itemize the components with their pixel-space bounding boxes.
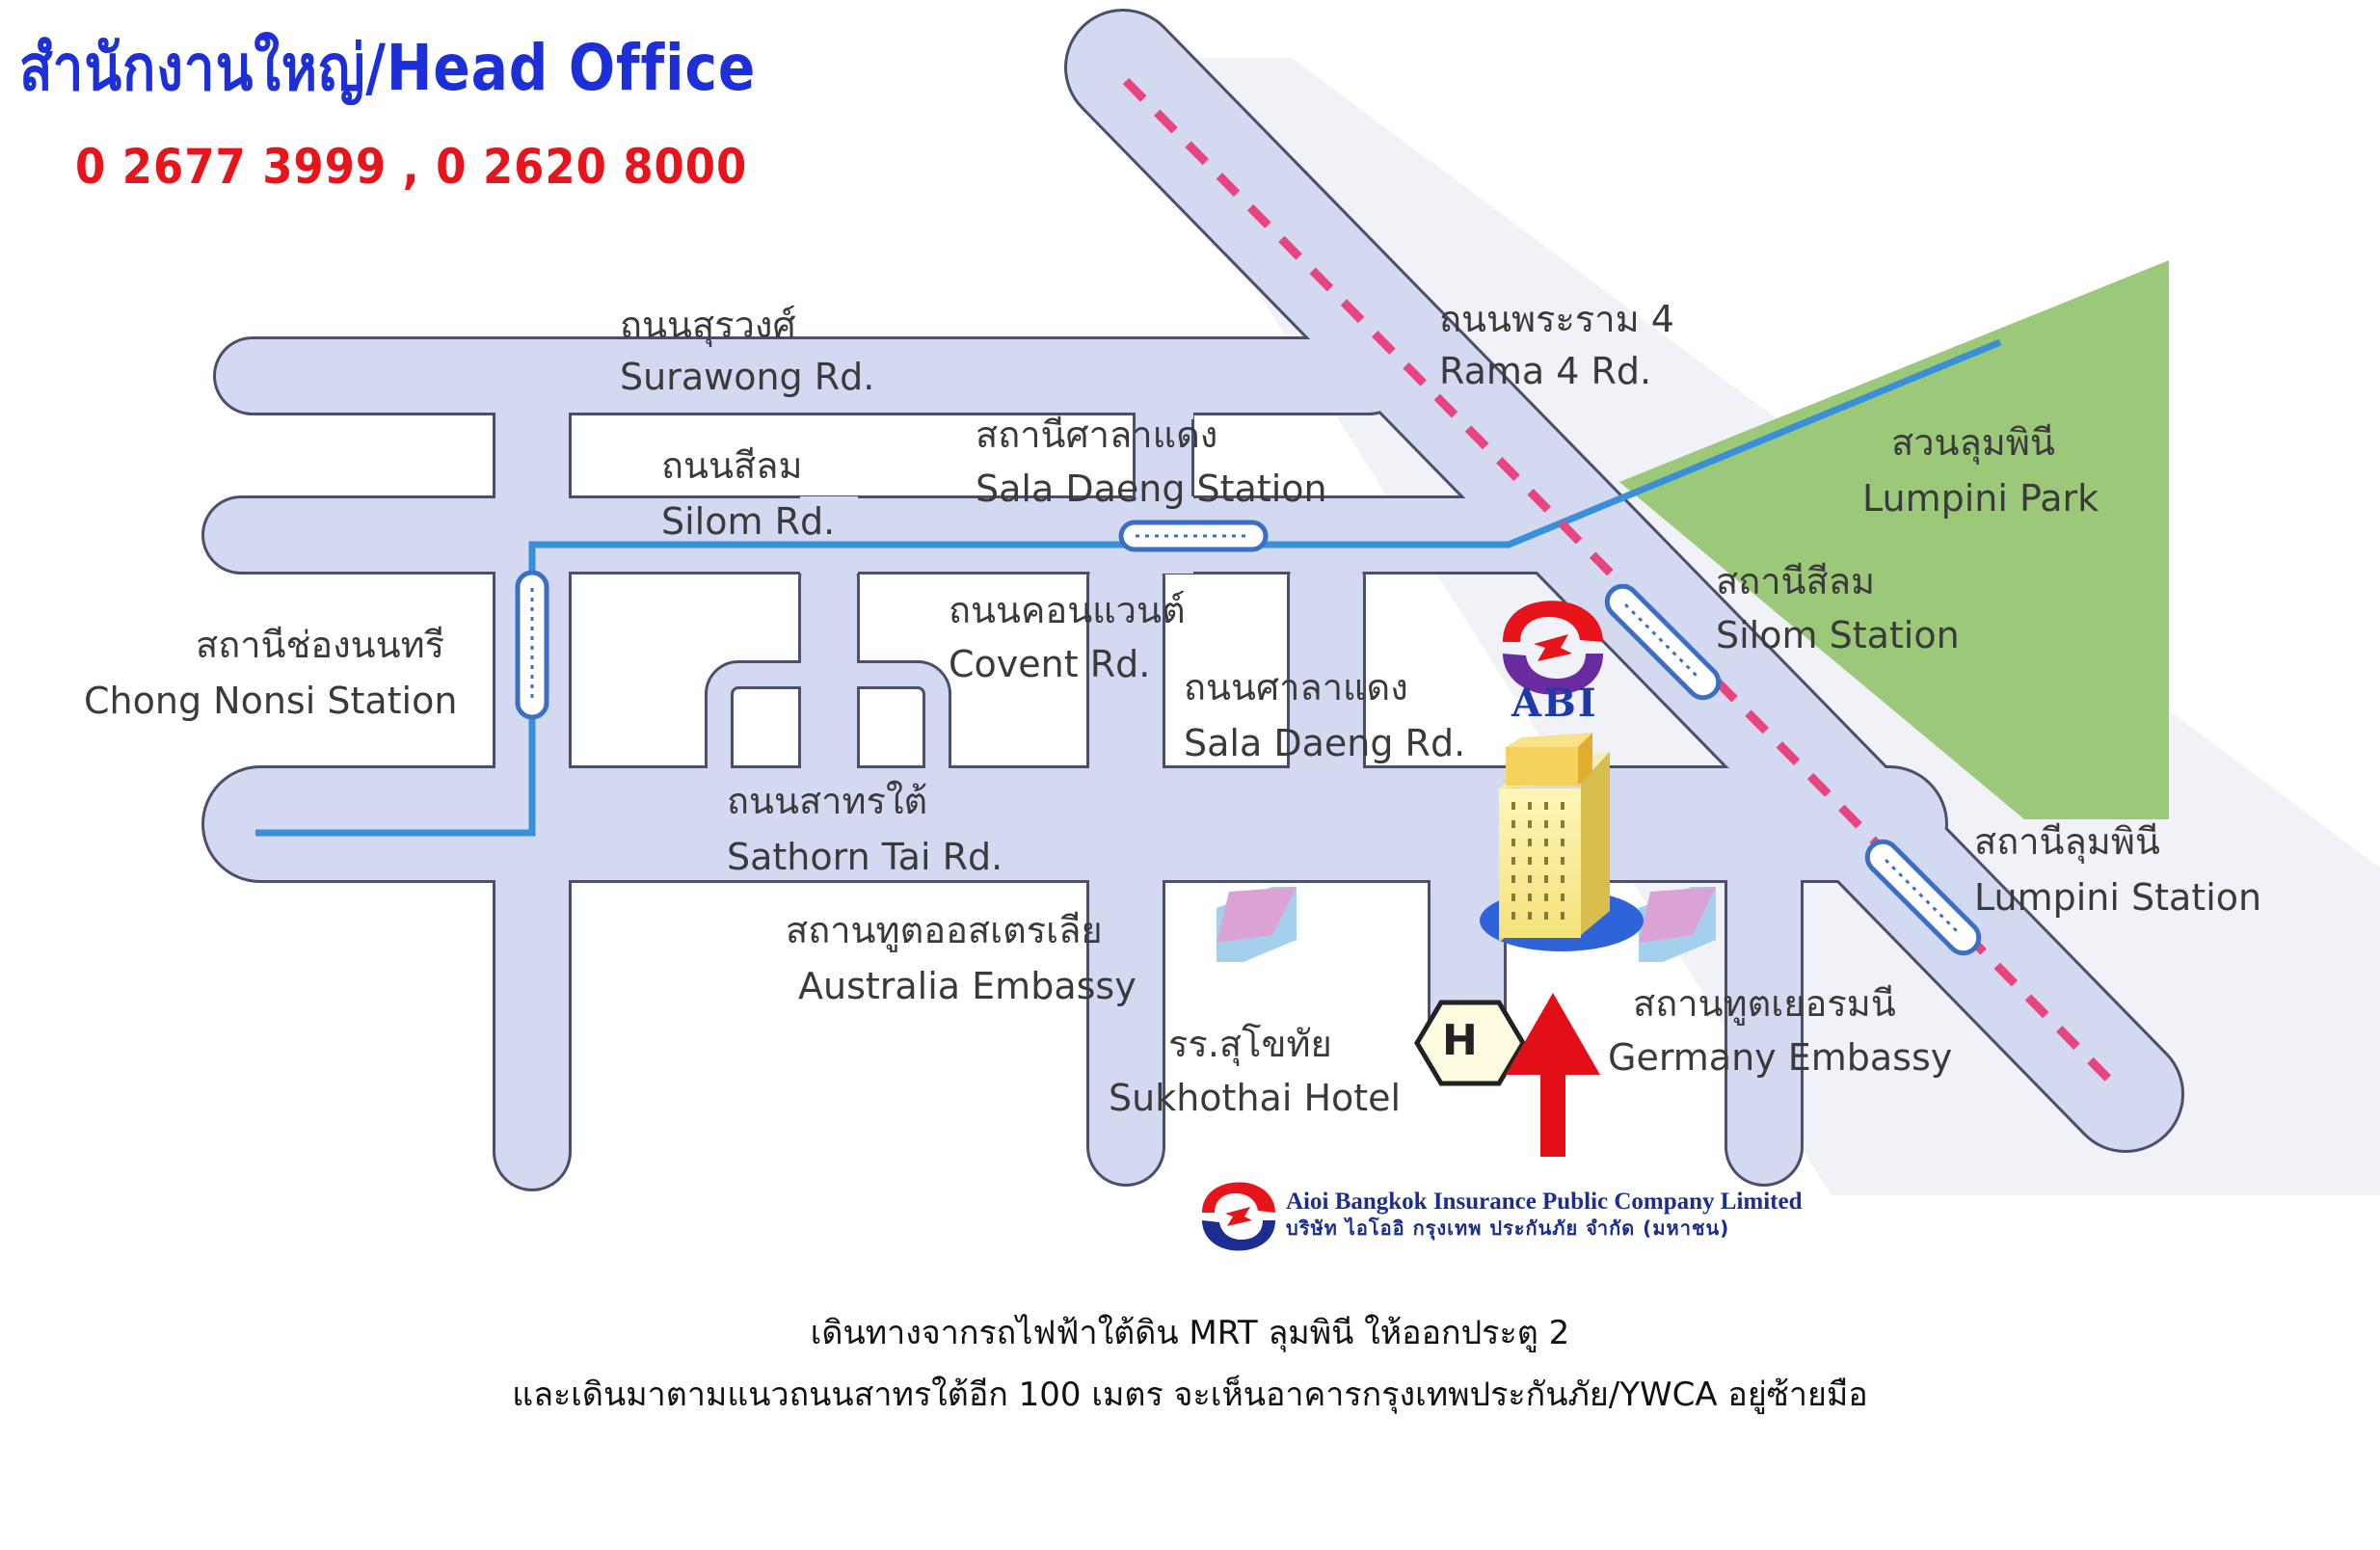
label-sathorn-th: ถนนสาทรใต้ [727, 780, 928, 822]
label-lumpini-station-th: สถานีลุมพินี [1974, 820, 2160, 863]
label-convent-en: Covent Rd. [949, 643, 1151, 685]
building-window [1561, 894, 1564, 901]
building-window [1528, 912, 1532, 920]
building-window [1528, 894, 1532, 901]
lumpini-station-marker [1864, 839, 1982, 956]
label-australia-embassy-th: สถานทูตออสเตรเลีย [786, 909, 1103, 951]
label-silom-road-en: Silom Rd. [661, 500, 836, 543]
label-australia-embassy-en: Australia Embassy [798, 965, 1137, 1007]
building-window [1511, 875, 1515, 883]
building-window [1528, 802, 1532, 810]
hospital-marker [1414, 1000, 1526, 1086]
building-window [1561, 802, 1564, 810]
label-lumpini-park-en: Lumpini Park [1862, 477, 2099, 520]
label-rama4-en: Rama 4 Rd. [1439, 350, 1652, 392]
directions-line-2: และเดินมาตามแนวถนนสาทรใต้อีก 100 เมตร จะ… [512, 1376, 1868, 1414]
station-marker-dots [530, 534, 1962, 936]
label-silom-station-th: สถานีสีลม [1716, 560, 1876, 602]
company-name-en: Aioi Bangkok Insurance Public Company Li… [1286, 1189, 1803, 1215]
building-window [1528, 875, 1532, 883]
label-silom-road-th: ถนนสีลม [661, 444, 803, 487]
building-window [1544, 857, 1548, 865]
mrt-line [1122, 77, 2123, 1093]
hospital-letter: H [1442, 1016, 1478, 1065]
label-sala-daeng-station-th: สถานีศาลาแดง [976, 414, 1218, 456]
building-window [1528, 839, 1532, 846]
label-surawong-en: Surawong Rd. [620, 356, 875, 398]
australia-embassy-block [1217, 887, 1297, 962]
phone-numbers: 0 2677 3999 , 0 2620 8000 [75, 139, 748, 195]
abi-building-windows [1511, 802, 1564, 920]
abi-label: ABI [1511, 681, 1598, 726]
lumpini-park-area [1619, 260, 2169, 819]
building-window [1544, 875, 1548, 883]
label-sathorn-en: Sathorn Tai Rd. [727, 836, 1003, 878]
direction-arrow [1506, 993, 1600, 1157]
label-saladaeng-road-en: Sala Daeng Rd. [1184, 722, 1466, 764]
label-germany-embassy-en: Germany Embassy [1608, 1036, 1953, 1079]
label-convent-th: ถนนคอนแวนต์ [949, 589, 1186, 631]
chong-nonsi-station-marker [515, 570, 549, 720]
directions-line-1: เดินทางจากรถไฟฟ้าใต้ดิน MRT ลุมพินี ให้อ… [810, 1314, 1570, 1352]
label-silom-station-en: Silom Station [1716, 614, 1960, 656]
label-chong-nonsi-th: สถานีช่องนนทรี [196, 624, 445, 666]
building-window [1544, 802, 1548, 810]
label-sala-daeng-station-en: Sala Daeng Station [976, 468, 1327, 510]
label-sukhothai-hotel-th: รร.สุโขทัย [1168, 1023, 1332, 1065]
germany-embassy-block [1639, 887, 1716, 962]
building-window [1511, 820, 1515, 828]
label-lumpini-station-en: Lumpini Station [1974, 876, 2262, 919]
label-sukhothai-hotel-en: Sukhothai Hotel [1109, 1077, 1402, 1119]
road-junction-fills [496, 342, 1801, 877]
building-window [1561, 820, 1564, 828]
building-window [1511, 912, 1515, 920]
label-rama4-th: ถนนพระราม 4 [1439, 298, 1674, 340]
head-office-title: สำนักงานใหญ่/Head Office [19, 31, 757, 105]
building-window [1544, 839, 1548, 846]
building-window [1544, 912, 1548, 920]
building-window [1561, 839, 1564, 846]
building-window [1511, 802, 1515, 810]
label-germany-embassy-th: สถานทูตเยอรมนี [1633, 982, 1896, 1025]
building-window [1511, 894, 1515, 901]
building-window [1528, 820, 1532, 828]
building-window [1544, 820, 1548, 828]
silom-station-marker [1604, 583, 1722, 701]
building-window [1561, 912, 1564, 920]
abi-map-logo [1503, 601, 1603, 695]
building-window [1528, 857, 1532, 865]
label-lumpini-park-th: สวนลุมพินี [1891, 421, 2055, 464]
bts-line [255, 338, 2002, 837]
building-window [1544, 894, 1548, 901]
company-name-th: บริษัท ไอโออิ กรุงเทพ ประกันภัย จำกัด (ม… [1286, 1216, 1730, 1240]
building-window [1511, 839, 1515, 846]
building-window [1561, 875, 1564, 883]
company-logo-icon [1202, 1182, 1275, 1251]
building-window [1511, 857, 1515, 865]
building-window [1561, 857, 1564, 865]
label-saladaeng-road-th: ถนนศาลาแดง [1184, 666, 1408, 708]
label-chong-nonsi-en: Chong Nonsi Station [84, 680, 458, 722]
label-surawong-th: ถนนสุรวงศ์ [620, 304, 796, 346]
